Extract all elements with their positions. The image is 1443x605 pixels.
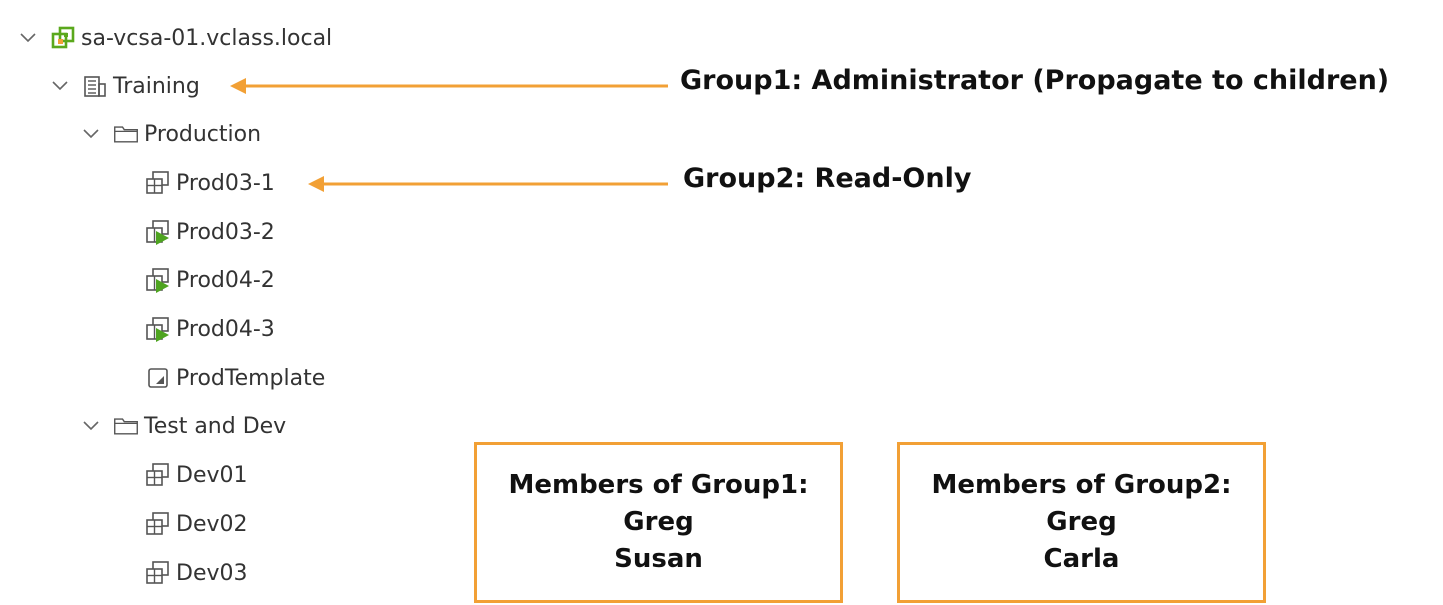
annotation-group1: Group1: Administrator (Propagate to chil… — [680, 65, 1390, 96]
vm-template-icon — [145, 365, 171, 391]
tree-node-vm[interactable]: Prod03-2 — [145, 214, 275, 250]
annotation-group2: Group2: Read-Only — [683, 163, 972, 194]
tree-node-datacenter[interactable]: Training — [48, 68, 200, 104]
tree-node-vm[interactable]: Prod04-3 — [145, 311, 275, 347]
tree-node-label: ProdTemplate — [176, 365, 326, 391]
tree-node-label: Dev03 — [176, 560, 248, 586]
vm-powered-on-icon — [145, 316, 171, 342]
tree-node-label: sa-vcsa-01.vclass.local — [81, 25, 333, 51]
vm-icon — [145, 560, 171, 586]
tree-node-template[interactable]: ProdTemplate — [145, 360, 325, 396]
vm-powered-on-icon — [145, 267, 171, 293]
tree-node-folder-production[interactable]: Production — [79, 116, 261, 152]
vm-icon — [145, 511, 171, 537]
tree-node-label: Training — [113, 73, 200, 99]
vcenter-icon — [50, 25, 76, 51]
group1-members-box: Members of Group1: Greg Susan — [474, 442, 843, 603]
datacenter-icon — [82, 73, 108, 99]
box-title: Members of Group2: — [931, 470, 1232, 500]
tree-node-vm[interactable]: Dev01 — [145, 457, 248, 493]
chevron-down-icon[interactable] — [79, 122, 103, 146]
annotation-arrow-group1 — [230, 78, 668, 94]
vm-powered-on-icon — [145, 219, 171, 245]
tree-node-label: Prod03-2 — [176, 219, 275, 245]
tree-node-label: Prod04-3 — [176, 316, 275, 342]
chevron-down-icon[interactable] — [79, 414, 103, 438]
vm-icon — [145, 170, 171, 196]
folder-icon — [113, 413, 139, 439]
tree-node-vm[interactable]: Prod03-1 — [145, 165, 275, 201]
tree-node-label: Test and Dev — [144, 413, 287, 439]
member-name: Susan — [614, 544, 703, 574]
tree-node-label: Dev02 — [176, 511, 248, 537]
tree-node-folder-testdev[interactable]: Test and Dev — [79, 408, 286, 444]
box-title: Members of Group1: — [508, 470, 809, 500]
folder-icon — [113, 121, 139, 147]
tree-node-label: Dev01 — [176, 462, 248, 488]
member-name: Greg — [623, 507, 694, 537]
chevron-down-icon[interactable] — [48, 74, 72, 98]
tree-node-vm[interactable]: Dev03 — [145, 555, 248, 591]
member-name: Greg — [1046, 507, 1117, 537]
vm-icon — [145, 462, 171, 488]
tree-node-vm[interactable]: Prod04-2 — [145, 262, 275, 298]
chevron-down-icon[interactable] — [16, 26, 40, 50]
group2-members-box: Members of Group2: Greg Carla — [897, 442, 1266, 603]
tree-node-vcenter[interactable]: sa-vcsa-01.vclass.local — [16, 20, 332, 56]
annotation-arrow-group2 — [308, 176, 668, 192]
tree-node-label: Prod04-2 — [176, 267, 275, 293]
member-name: Carla — [1043, 544, 1120, 574]
tree-node-label: Prod03-1 — [176, 170, 275, 196]
tree-node-label: Production — [144, 121, 262, 147]
tree-node-vm[interactable]: Dev02 — [145, 506, 248, 542]
